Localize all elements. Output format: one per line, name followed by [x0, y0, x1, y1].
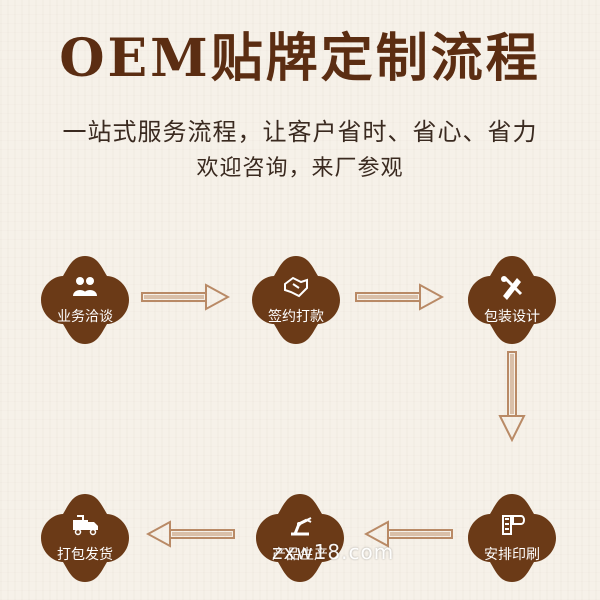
step-label: 打包发货	[57, 547, 113, 563]
step-badge-shape	[41, 494, 129, 582]
flow-arrow-left	[146, 520, 236, 548]
flow-arrow-right	[354, 283, 444, 311]
flow-arrow-right	[140, 283, 230, 311]
step-business-negotiation: 业务洽谈	[37, 252, 133, 348]
page-title: OEM贴牌定制流程	[59, 28, 541, 89]
step-label: 签约打款	[268, 309, 324, 325]
step-contract-payment: 签约打款	[248, 252, 344, 348]
design-tools-icon	[464, 272, 560, 306]
watermark: zxw18.com	[272, 540, 395, 564]
step-badge-shape	[252, 256, 340, 344]
subtitle-line-2: 欢迎咨询，来厂参观	[196, 156, 404, 181]
flow-arrow-down	[498, 350, 526, 442]
step-badge-shape	[41, 256, 129, 344]
step-label: 安排印刷	[484, 547, 540, 563]
step-arrange-printing: 安排印刷	[464, 490, 560, 586]
step-label: 业务洽谈	[57, 309, 113, 325]
step-product-manufacturing: 产品生产	[252, 490, 348, 586]
robot-arm-icon	[252, 510, 348, 544]
print-icon	[464, 510, 560, 544]
flow-arrow-left	[364, 520, 454, 548]
step-pack-and-ship: 打包发货	[37, 490, 133, 586]
step-label: 包装设计	[484, 309, 540, 325]
people-icon	[37, 272, 133, 306]
step-badge-shape	[256, 494, 344, 582]
step-badge-shape	[468, 256, 556, 344]
delivery-truck-icon	[37, 510, 133, 544]
subtitle-line-1: 一站式服务流程，让客户省时、省心、省力	[62, 118, 538, 146]
step-label: 产品生产	[272, 547, 328, 563]
step-badge-shape	[468, 494, 556, 582]
handshake-icon	[248, 272, 344, 306]
step-package-design: 包装设计	[464, 252, 560, 348]
